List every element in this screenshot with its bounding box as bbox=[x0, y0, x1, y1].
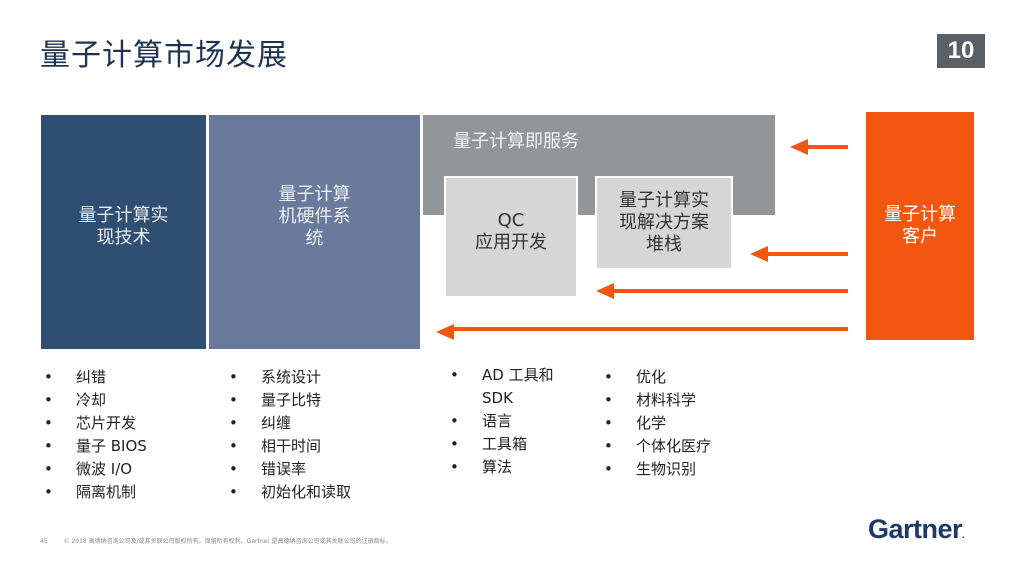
page-number-badge: 10 bbox=[937, 34, 985, 68]
hardware-list: 系统设计 量子比特 纠缠 相干时间 错误率 初始化和读取 bbox=[229, 366, 351, 504]
list-item: 初始化和读取 bbox=[229, 481, 351, 504]
list-item: 语言 bbox=[450, 410, 554, 433]
qc-dev-box: QC 应用开发 bbox=[444, 176, 578, 298]
tech-box: 量子计算实 现技术 bbox=[41, 115, 206, 349]
list-item: 相干时间 bbox=[229, 435, 351, 458]
customers-list: 优化 材料科学 化学 个体化医疗 生物识别 bbox=[604, 366, 711, 481]
list-item: 纠错 bbox=[44, 366, 147, 389]
list-item: SDK bbox=[482, 389, 513, 407]
qcaas-label: 量子计算即服务 bbox=[453, 131, 579, 152]
slide-title: 量子计算市场发展 bbox=[40, 38, 288, 73]
list-item: 算法 bbox=[450, 456, 554, 479]
list-item: 个体化医疗 bbox=[604, 435, 711, 458]
gartner-logo: Gartner. bbox=[868, 514, 965, 545]
list-item: 微波 I/O bbox=[44, 458, 147, 481]
list-item: 冷却 bbox=[44, 389, 147, 412]
list-item: AD 工具和 bbox=[450, 364, 554, 387]
customers-box: 量子计算 客户 bbox=[866, 112, 974, 340]
logo-dot-icon: . bbox=[962, 530, 965, 541]
solution-stack-label: 量子计算实 现解决方案 堆栈 bbox=[619, 190, 709, 255]
services-list: AD 工具和 SDK 语言 工具箱 算法 bbox=[450, 364, 554, 479]
qc-dev-label: QC 应用开发 bbox=[475, 210, 547, 253]
tech-box-label: 量子计算实 现技术 bbox=[78, 205, 169, 248]
solution-stack-box: 量子计算实 现解决方案 堆栈 bbox=[595, 176, 733, 270]
customers-label: 量子计算 客户 bbox=[884, 204, 956, 247]
logo-text: Gartner bbox=[868, 514, 963, 544]
tech-list: 纠错 冷却 芯片开发 量子 BIOS 微波 I/O 隔离机制 bbox=[44, 366, 147, 504]
hardware-box-label: 量子计算 机硬件系 统 bbox=[278, 184, 351, 249]
list-item: 化学 bbox=[604, 412, 711, 435]
list-item: 材料科学 bbox=[604, 389, 711, 412]
arrow-to-qcaas-icon bbox=[790, 139, 848, 155]
list-item: 量子 BIOS bbox=[44, 435, 147, 458]
list-item: 生物识别 bbox=[604, 458, 711, 481]
list-item: 量子比特 bbox=[229, 389, 351, 412]
footer-copyright: © 2018 高德纳咨询公司及/或其关联公司版权所有。保留所有权利。Gartne… bbox=[63, 538, 392, 545]
footer: 45 © 2018 高德纳咨询公司及/或其关联公司版权所有。保留所有权利。Gar… bbox=[40, 536, 392, 545]
list-item: 纠缠 bbox=[229, 412, 351, 435]
arrow-to-hardware-icon bbox=[436, 324, 848, 340]
list-item: 优化 bbox=[604, 366, 711, 389]
list-item: 隔离机制 bbox=[44, 481, 147, 504]
hardware-box: 量子计算 机硬件系 统 bbox=[209, 115, 420, 349]
footer-page-number: 45 bbox=[40, 538, 48, 545]
list-item: 系统设计 bbox=[229, 366, 351, 389]
arrow-to-qc-dev-icon bbox=[596, 283, 848, 299]
arrow-to-solution-stack-icon bbox=[750, 246, 848, 262]
list-item: 错误率 bbox=[229, 458, 351, 481]
list-item: 工具箱 bbox=[450, 433, 554, 456]
list-item: 芯片开发 bbox=[44, 412, 147, 435]
